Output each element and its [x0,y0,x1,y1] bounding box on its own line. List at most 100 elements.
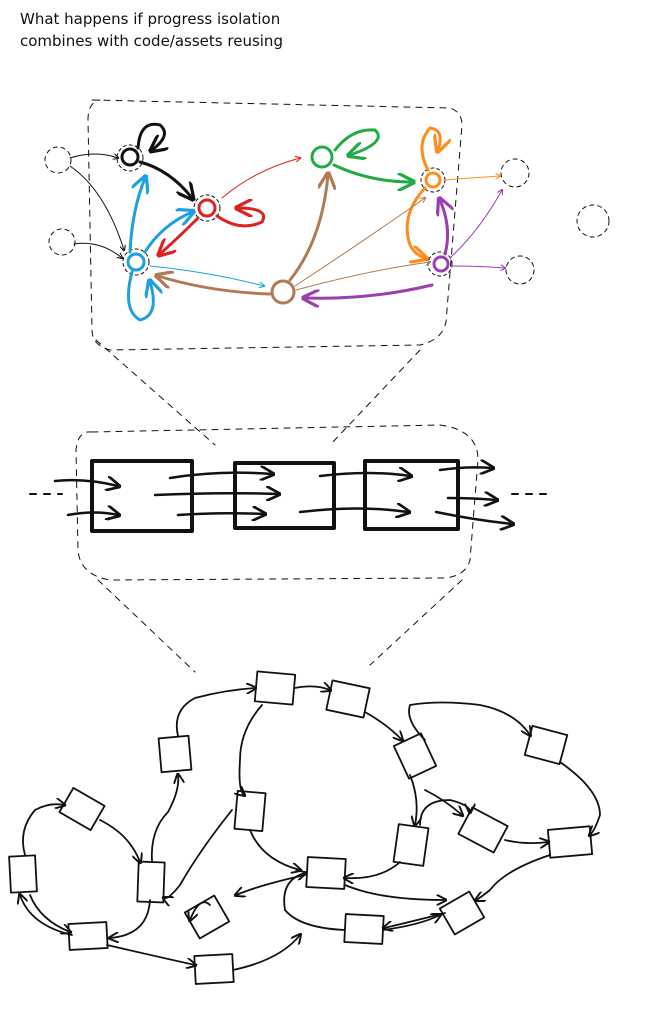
edge-outer-cross [69,165,124,250]
edge-blue-self-loop [126,270,153,322]
edge-blue-to-red [143,212,192,254]
top-panel [44,99,610,351]
network-edge [344,884,445,900]
state-node-brown [270,279,296,305]
halo-red [193,194,221,222]
network-edge [175,688,255,737]
network-edge [408,701,530,741]
edge-blue-to-brown [149,265,264,286]
network-edge [240,704,263,795]
zoom-connector-top [95,339,421,446]
state-node-red [197,198,217,218]
network-edge [29,894,70,932]
edge-red-to-green [221,158,300,199]
network-block-6 [58,786,106,832]
network-block-8 [457,806,509,854]
edge-black-to-red [138,160,192,198]
state-node-green [310,145,334,169]
edge-orange-to-outer [443,176,500,181]
edge-black-self-loop [136,122,165,150]
network-block-7 [233,789,267,833]
network-block-5 [523,724,569,766]
outer-node-right-2 [505,255,535,285]
network-block-16 [67,921,109,951]
state-node-orange [424,171,442,189]
chain-arrow-in-2 [66,513,118,516]
edge-brown-to-blue [158,276,272,296]
edge-red-self-loop [215,208,265,228]
chain-arrow-out-2 [446,498,496,500]
network-edge [190,901,211,920]
zoom-connector-bottom [97,579,463,673]
edge-orange-self-loop [420,126,440,172]
outer-node-left-top [44,146,72,174]
chain-arrow-out-3 [434,510,512,524]
caption-line-2: combines with code/assets reusing [20,32,283,50]
network-edge [424,789,462,815]
edge-orange-to-purple [405,186,425,258]
edge-green-self-loop [333,128,380,155]
network-edge [249,829,300,870]
network-block-1 [253,670,297,706]
network-edge [106,944,195,965]
network-edge [476,854,551,900]
chain-arrow-2-3-a [318,473,410,476]
network-edge [110,899,151,938]
halo-black [116,144,144,172]
network-edge [150,775,178,863]
chain-block-3 [363,459,460,531]
edge-brown-to-purple [295,262,430,291]
edge-red-to-blue [160,216,200,254]
network-edge [283,873,346,931]
network-edge [382,915,440,931]
network-edge [384,912,446,928]
bottom-panel [8,670,601,985]
network-block-13 [305,856,347,890]
network-block-12 [136,860,166,904]
state-node-blue [126,252,146,272]
network-edge [345,861,401,878]
chain-arrow-2-3-b [298,509,408,513]
network-edge [294,686,330,690]
edge-outer-to-blue [73,242,122,258]
network-edge [409,774,417,825]
network-block-15 [438,890,486,936]
network-block-9 [546,825,594,859]
edge-brown-to-green [288,175,328,282]
chain-arrow-1-2-b [153,493,278,495]
network-block-4 [392,732,438,780]
network-edge [559,761,601,835]
edge-purple-to-brown [305,283,434,298]
chain-arrow-1-2-a [168,473,272,478]
edge-purple-to-outer-1 [449,190,502,259]
network-edge [22,804,64,856]
diagram-caption: What happens if progress isolation combi… [20,8,283,52]
edge-purple-to-outer-2 [451,266,505,268]
network-block-17 [343,913,385,945]
state-node-black [120,147,140,167]
network-edge [419,799,470,826]
middle-panel-dashed-border [75,424,479,581]
edge-purple-to-orange [440,200,448,256]
network-edge [364,711,402,740]
chain-arrow-out-1 [438,467,492,470]
edge-blue-to-black [128,178,145,254]
chain-arrow-1-2-c [176,513,264,515]
edge-green-to-orange [332,163,412,182]
network-block-11 [8,854,38,894]
outer-node-right-1 [500,158,530,188]
outer-node-left-bottom [48,228,76,256]
caption-line-1: What happens if progress isolation [20,10,281,28]
network-edge [232,935,300,971]
chain-block-1 [90,459,194,533]
outer-node-far-right [576,204,610,238]
network-block-3 [157,734,193,774]
network-edge [164,809,233,898]
state-node-purple [432,255,450,273]
middle-panel [29,424,551,581]
chain-arrow-in-1 [53,480,118,486]
edge-brown-to-orange [294,198,425,287]
network-edge [504,840,548,843]
chain-block-2 [233,461,336,530]
